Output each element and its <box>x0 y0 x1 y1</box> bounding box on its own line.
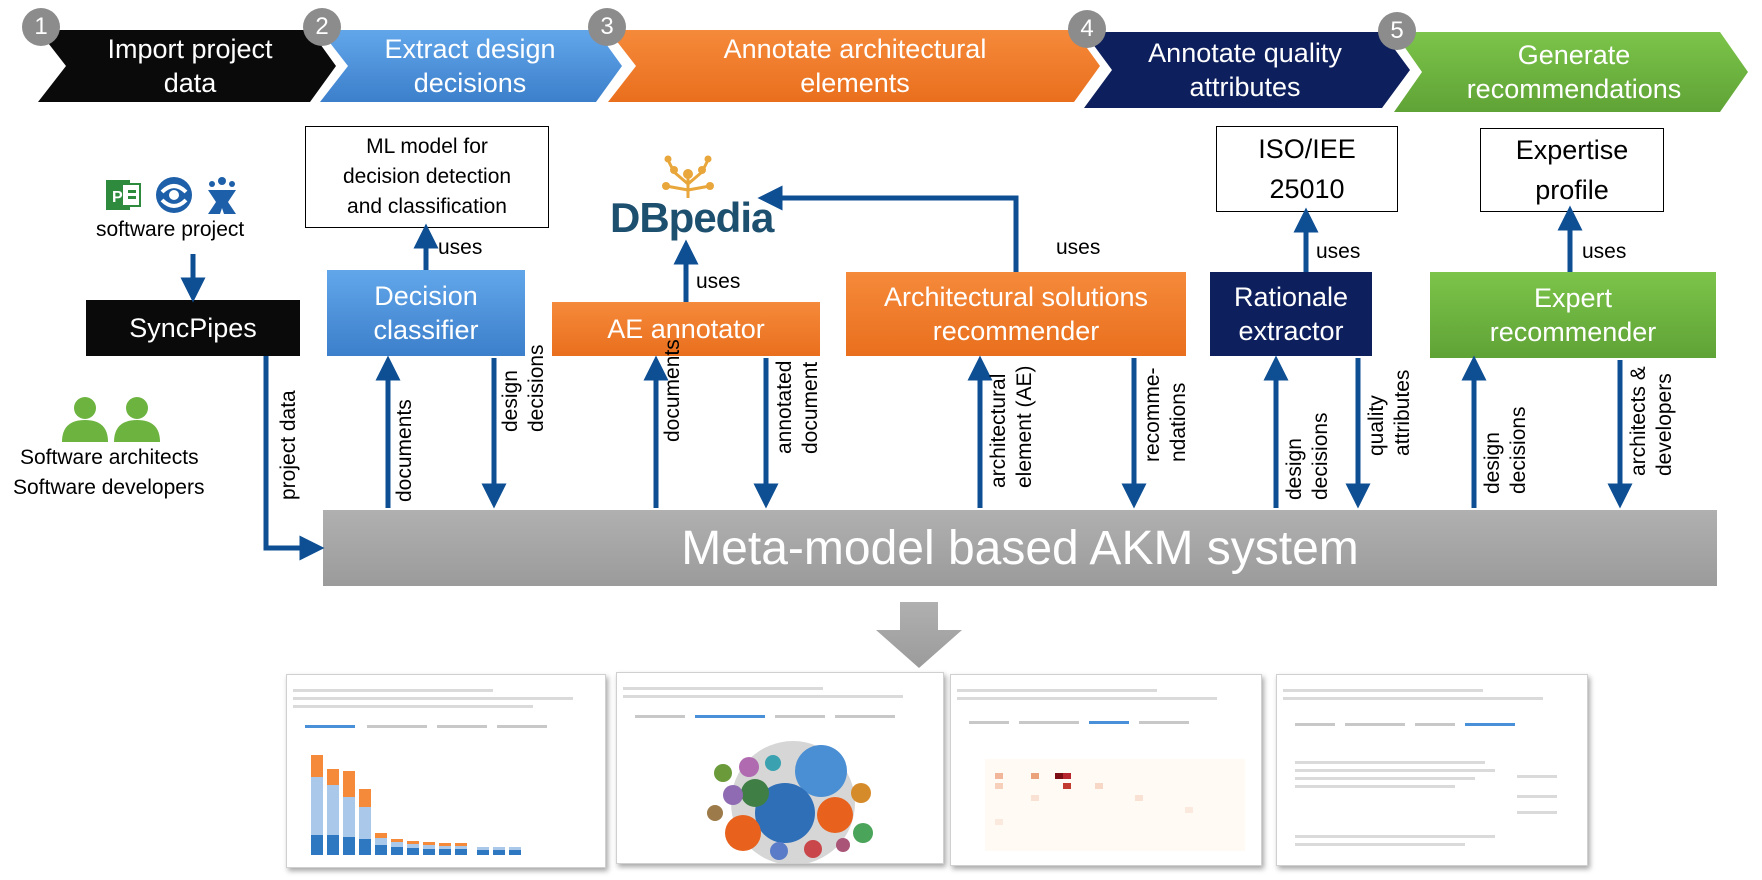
thumbnail-bar-chart <box>311 755 521 855</box>
expertise-profile-box: Expertise profile <box>1480 128 1664 212</box>
jira-icon <box>208 177 236 214</box>
syncpipes-box: SyncPipes <box>86 300 300 356</box>
uses-label-ae: uses <box>696 270 741 293</box>
step-1-chevron <box>38 30 336 102</box>
label-design-decisions-1: design decisions <box>499 344 548 432</box>
akm-system-bar: Meta-model based AKM system <box>323 510 1717 586</box>
label-architectural-element: architectural element (AE) <box>987 365 1036 488</box>
uses-label-expertise: uses <box>1582 240 1627 263</box>
thumbnail-expertise-matrix <box>950 674 1262 866</box>
step-4-chevron <box>1084 32 1410 108</box>
label-annotated-document: annotated document <box>773 360 822 454</box>
software-project-label: software project <box>96 218 245 241</box>
thumbnail-heatmap <box>985 759 1245 851</box>
step-2-label: Extract design decisions <box>384 34 556 98</box>
step-3-label: Annotate architectural elements <box>723 34 987 98</box>
people-label-developers: Software developers <box>13 476 205 499</box>
thumbnail-bubble-chart <box>707 741 873 863</box>
label-recommendations: recomme- ndations <box>1141 367 1190 462</box>
label-design-decisions-2: design decisions <box>1283 412 1332 500</box>
svg-text:P: P <box>112 189 123 206</box>
label-design-decisions-3: design decisions <box>1481 406 1530 494</box>
thumbnail-quality-attributes <box>286 674 606 868</box>
step-4-badge: 4 <box>1068 10 1106 48</box>
step-2-badge: 2 <box>303 8 341 46</box>
uses-label-recommender: uses <box>1056 236 1101 259</box>
label-quality-attributes: quality attributes <box>1365 369 1414 456</box>
uses-label-ml: uses <box>438 236 483 259</box>
arch-solutions-recommender-box: Architectural solutions recommender <box>846 272 1186 356</box>
arrow-project-data <box>263 356 325 561</box>
label-documents-2: documents <box>661 339 684 442</box>
ae-annotator-box: AE annotator <box>552 302 820 356</box>
ms-project-icon: P <box>106 180 141 210</box>
expert-recommender-box: Expert recommender <box>1430 272 1716 358</box>
ml-model-box: ML model for decision detection and clas… <box>305 126 549 228</box>
thumbnail-architectural-elements <box>616 672 944 864</box>
step-3-chevron <box>608 30 1100 102</box>
dbpedia-wordmark: DBpedia <box>610 194 774 241</box>
step-2-chevron <box>320 30 622 102</box>
step-1-badge: 1 <box>22 8 60 46</box>
label-project-data: project data <box>277 390 300 500</box>
people-label-architects: Software architects <box>20 446 199 469</box>
iso-25010-box: ISO/IEE 25010 <box>1216 126 1398 212</box>
step-5-chevron <box>1394 32 1748 112</box>
step-1-label: Import project data <box>107 34 273 98</box>
label-documents-1: documents <box>393 399 416 502</box>
arrow-uses-dbpedia-recommender <box>757 185 1019 272</box>
dbpedia-logo <box>662 155 714 198</box>
step-4-label: Annotate quality attributes <box>1148 38 1342 102</box>
step-5-badge: 5 <box>1378 12 1416 50</box>
down-arrow <box>876 602 962 668</box>
step-5-label: Generate recommendations <box>1466 40 1682 104</box>
step-3-badge: 3 <box>588 8 626 46</box>
uses-label-iso: uses <box>1316 240 1361 263</box>
thumbnail-expert-recommender <box>1276 674 1588 866</box>
source-icons: P <box>106 177 236 214</box>
people-icon <box>62 397 160 442</box>
confluence-icon <box>156 177 192 213</box>
rationale-extractor-box: Rationale extractor <box>1210 272 1372 356</box>
decision-classifier-box: Decision classifier <box>327 270 525 356</box>
label-architects-developers: architects & developers <box>1627 366 1676 476</box>
